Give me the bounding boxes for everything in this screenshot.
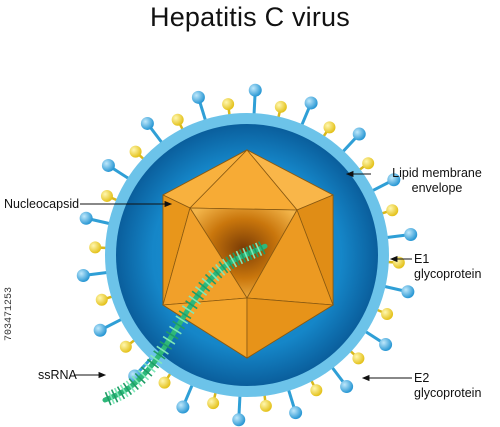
label-lipid-membrane-line1: Lipid membrane [392,166,482,180]
e1-glycoprotein-head [171,113,184,126]
ssrna-base [128,378,139,390]
e1-glycoprotein-head [95,293,108,306]
ssrna-base [110,389,119,403]
ssrna-base [113,387,122,401]
ssrna-base [175,315,189,325]
ssrna-base [131,375,143,388]
e2-glycoprotein-head [401,285,415,299]
ssrna-base [153,350,166,360]
ssrna-base [211,267,223,279]
ssrna-base [248,245,256,259]
stock-id-watermark: 703471253 [4,287,15,342]
e1-glycoprotein-head [323,121,336,134]
ssrna-base [198,281,211,292]
e2-glycoprotein-head [248,83,262,97]
ssrna-base [194,286,208,296]
ssrna-base [122,382,133,396]
e1-glycoprotein-head [310,384,323,397]
label-lipid-membrane: Lipid membrane envelope [372,166,500,196]
e1-glycoprotein-head [352,352,365,365]
e2-glycoprotein-head [379,338,393,352]
ssrna-base [188,295,201,305]
e2-glycoprotein-head [191,90,205,104]
ssrna-base [242,247,250,262]
ssrna-base [159,340,173,350]
ssrna-base [235,250,244,265]
ssrna-base [208,270,220,282]
label-lipid-membrane-line2: envelope [411,181,463,195]
e1-glycoprotein-head [207,397,220,410]
e2-glycoprotein-head [232,413,246,427]
e2-glycoprotein-head [140,116,154,130]
ssrna-base [254,242,263,257]
leader-lines [74,170,412,382]
ssrna-base [107,390,115,405]
e2-glycoprotein-head [404,228,418,242]
e2-glycoprotein-head [304,96,318,110]
e1-glycoprotein-head [222,98,235,111]
ssrna-base [225,256,235,270]
ssrna-base [134,372,146,384]
label-nucleocapsid: Nucleocapsid [4,197,80,211]
ssrna-base [185,300,198,310]
e1-glycoprotein-head [119,340,132,353]
ssrna-base [104,391,112,406]
ssrna-base [156,345,169,355]
ssrna-base [245,246,253,261]
ssrna-base [239,249,247,263]
ssrna-base [125,380,136,393]
ssrna-base [228,254,238,268]
ssrna-base [146,358,160,369]
label-ssrna: ssRNA [38,368,77,382]
ssrna-base [258,241,266,255]
ssrna-base [150,354,163,365]
label-e1-glycoprotein: E1 glycoprotein [414,252,482,281]
ssrna-strand [102,241,268,406]
e2-glycoprotein-head [79,211,93,225]
ssrna-base [204,273,217,285]
ssrna-base [232,252,241,266]
e2-glycoprotein-head [387,173,401,187]
ssrna-base [172,320,185,330]
diagram-title: Hepatitis C virus [150,2,350,32]
ssrna-base [221,258,232,272]
e1-glycoprotein-head [386,204,399,217]
ssrna-base [191,290,204,301]
e1-glycoprotein-head [259,399,272,412]
ssrna-base [181,305,195,315]
ssrna-base [116,386,126,400]
label-e2-glycoprotein: E2 glycoprotein [414,371,482,400]
e2-glycoprotein-head [340,380,354,394]
ssrna-base [169,325,182,335]
e2-glycoprotein-head [289,406,303,420]
ssrna-base [140,366,153,377]
e2-glycoprotein-head [93,323,107,337]
ssrna-base [143,362,156,373]
e2-glycoprotein-head [76,268,90,282]
e1-glycoprotein-head [89,241,102,254]
ssrna-base [218,261,229,274]
e2-glycoprotein-head [101,158,115,172]
e1-glycoprotein-head [274,100,287,113]
e1-glycoprotein-head [100,189,113,202]
e2-glycoprotein-head [352,127,366,141]
ssrna-base [137,369,150,381]
ssrna-base [119,384,129,398]
ssrna-base [215,263,226,276]
e1-glycoprotein-head [129,145,142,158]
ssrna-base [251,243,259,258]
e1-glycoprotein-head [158,376,171,389]
ssrna-base [165,330,179,340]
e1-glycoprotein-head [381,308,394,321]
e1-glycoprotein-head [362,157,375,170]
ssrna-base [162,335,176,345]
ssrna-base [178,310,192,320]
glycoprotein-spikes [76,83,418,427]
ssrna-base [201,277,214,289]
e2-glycoprotein-head [176,400,190,414]
